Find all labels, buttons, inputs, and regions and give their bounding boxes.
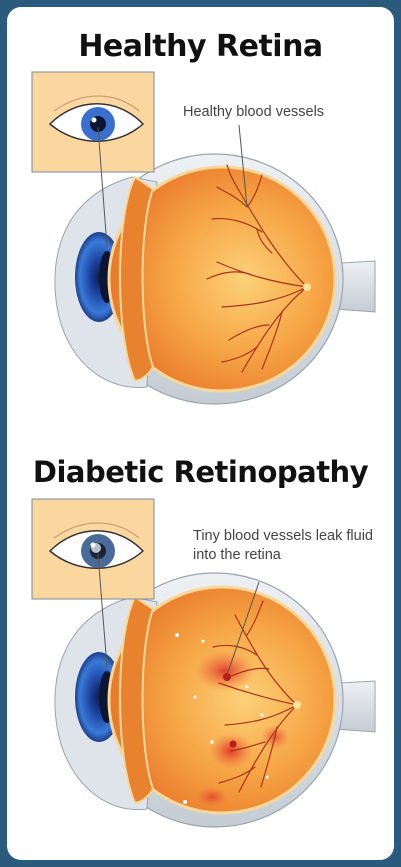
- diabetic-callout-text: Tiny blood vessels leak fluid into the r…: [193, 527, 383, 565]
- eye-illustrations: [7, 7, 394, 860]
- infographic-card: Healthy Retina Healthy blood vessels Dia…: [7, 7, 394, 860]
- healthy-retina-title: Healthy Retina: [7, 29, 394, 64]
- diabetic-retinopathy-title: Diabetic Retinopathy: [7, 455, 394, 489]
- healthy-callout-text: Healthy blood vessels: [183, 103, 324, 122]
